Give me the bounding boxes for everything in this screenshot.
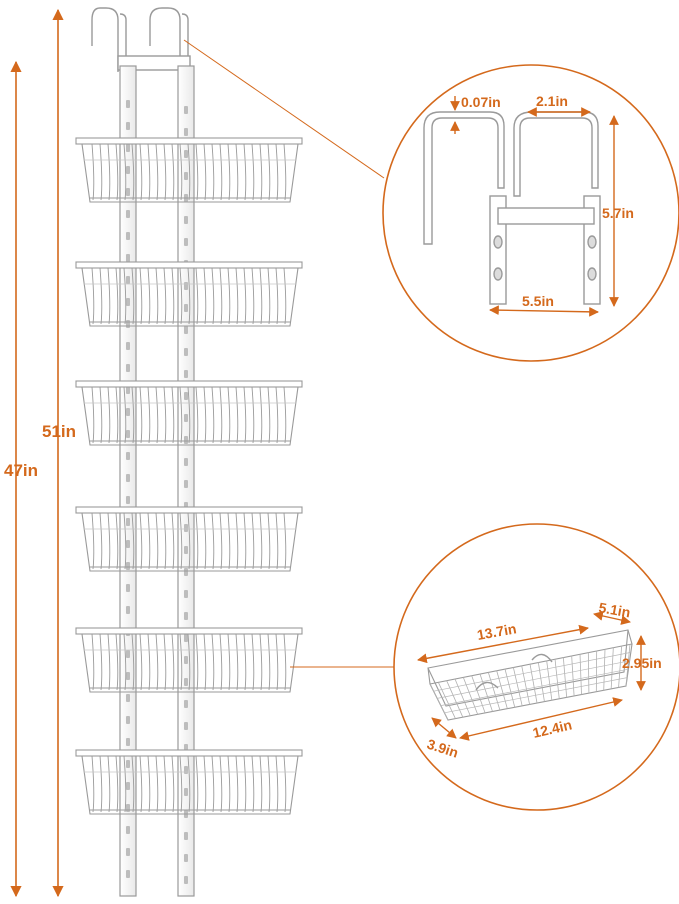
total-height-dimension: 47in xyxy=(4,60,38,898)
basket-detail: 13.7in 5.1in 2.95in 12.4in 3.9in xyxy=(393,523,679,811)
wire-basket xyxy=(75,380,303,446)
wire-basket xyxy=(75,627,303,693)
rack-height-dimension: 51in xyxy=(42,8,76,898)
total-height-label: 47in xyxy=(4,461,38,480)
over-door-rack xyxy=(75,7,303,897)
bracket-height-label: 5.7in xyxy=(602,205,634,221)
bracket-width-label: 5.5in xyxy=(522,293,554,309)
rack-height-label: 51in xyxy=(42,422,76,441)
basket-top-depth-label: 5.1in xyxy=(597,599,631,620)
wire-basket xyxy=(75,749,303,815)
door-hooks xyxy=(91,7,191,72)
basket-height-label: 2.95in xyxy=(622,655,662,671)
hook-width-label: 2.1in xyxy=(536,93,568,109)
hook-gap-label: 0.07in xyxy=(461,94,501,110)
bracket-illustration xyxy=(423,111,601,305)
bracket-leader-line xyxy=(183,39,385,179)
wire-basket xyxy=(75,261,303,327)
basket-top-length-label: 13.7in xyxy=(476,620,518,643)
wire-basket xyxy=(75,137,303,203)
wire-basket xyxy=(75,506,303,572)
bracket-detail: 0.07in 2.1in 5.7in 5.5in xyxy=(382,64,679,362)
